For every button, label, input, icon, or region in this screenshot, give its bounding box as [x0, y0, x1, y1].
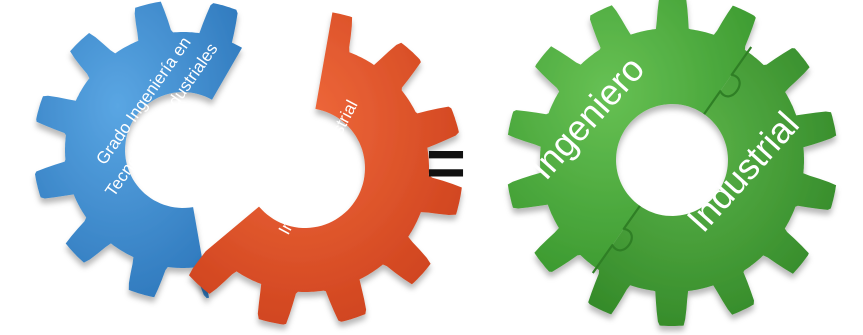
master-gear-piece [189, 12, 462, 325]
puzzle-seam [591, 46, 753, 274]
grado-gear-piece [35, 1, 242, 299]
equals-sign: = [426, 125, 466, 201]
ingeniero-industrial-gear [507, 0, 837, 326]
